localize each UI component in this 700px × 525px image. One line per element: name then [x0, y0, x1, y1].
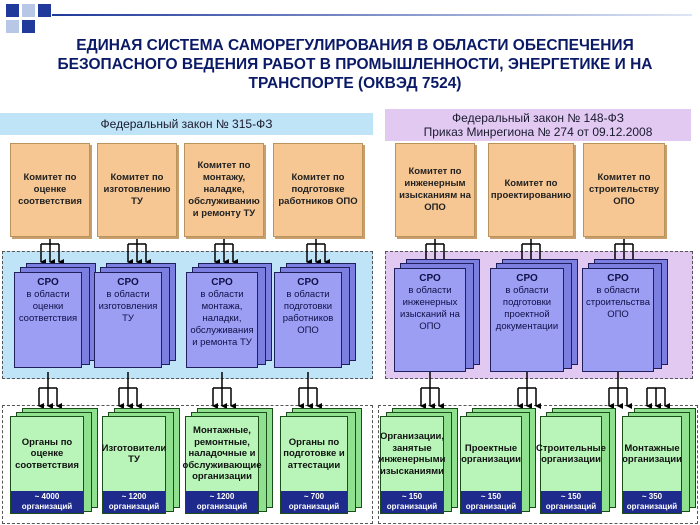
orgs-conformity-card: Органы по оценке соответствия ~ 4000 орг…: [10, 416, 84, 514]
decor-square: [22, 20, 35, 33]
orgs-training-card: Органы по подготовке и аттестации ~ 700 …: [280, 416, 348, 514]
left-header-band: [0, 113, 373, 135]
decor-square: [6, 20, 19, 33]
sro-title: СРО: [516, 273, 538, 284]
committee-installation: Комитет по монтажу, наладке, обслуживани…: [184, 143, 264, 237]
sro-text: в области монтажа, наладки, обслуживания…: [190, 289, 254, 348]
sro-design-card: СРО в области подготовки проектной докум…: [490, 268, 564, 372]
orgs-installation-card: Монтажные, ремонтные, наладочные и обслу…: [182, 416, 262, 514]
sro-text: в области подготовки проектной документа…: [495, 285, 559, 332]
sro-title: СРО: [211, 277, 233, 288]
committee-manufacturing: Комитет по изготовлению ТУ: [97, 143, 177, 237]
orgs-label: Проектные организации: [461, 442, 521, 466]
orgs-count: ~ 150 организаций: [461, 491, 521, 513]
right-law-line1: Федеральный закон № 148-ФЗ: [452, 111, 624, 125]
sro-title: СРО: [419, 273, 441, 284]
orgs-manufacturers-card: Изготовители ТУ ~ 1200 организаций: [102, 416, 166, 514]
orgs-installers-card: Монтажные организации ~ 350 организаций: [622, 416, 682, 514]
sro-manufacturing-card: СРО в области изготовления ТУ: [94, 272, 162, 368]
sro-title: СРО: [607, 273, 629, 284]
sro-training-card: СРО в области подготовки работников ОПО: [274, 272, 342, 368]
orgs-count: ~ 1200 организаций: [103, 491, 165, 513]
sro-construction-card: СРО в области строительства ОПО: [582, 268, 654, 372]
orgs-label: Монтажные организации: [622, 442, 682, 466]
sro-text: в области строительства ОПО: [585, 285, 650, 320]
sro-title: СРО: [297, 277, 319, 288]
left-law-header: Федеральный закон № 315-ФЗ: [100, 117, 273, 131]
committee-surveys: Комитет по инженерным изысканиям на ОПО: [395, 143, 475, 237]
right-law-line2: Приказ Минрегиона № 274 от 09.12.2008: [423, 125, 653, 139]
right-header-band: [385, 109, 691, 141]
sro-installation-card: СРО в области монтажа, наладки, обслужив…: [186, 272, 258, 368]
sro-surveys-card: СРО в области инженерных изысканий на ОП…: [394, 268, 466, 372]
title-rule: [52, 14, 692, 16]
committee-design: Комитет по проектированию: [488, 143, 574, 237]
committee-training: Комитет по подготовке работников ОПО: [273, 143, 363, 237]
sro-title: СРО: [37, 277, 59, 288]
sro-conformity-card: СРО в области оценки соответствия: [14, 272, 82, 368]
decor-square: [38, 4, 51, 17]
sro-text: в области изготовления ТУ: [98, 289, 158, 324]
decor-square: [6, 4, 19, 17]
orgs-count: ~ 700 организаций: [281, 491, 347, 513]
sro-title: СРО: [117, 277, 139, 288]
orgs-count: ~ 150 организаций: [381, 491, 443, 513]
orgs-label: Органы по оценке соответствия: [15, 436, 79, 471]
orgs-label: Организации, занятые инженерными изыскан…: [378, 431, 446, 477]
orgs-count: ~ 150 организаций: [541, 491, 601, 513]
orgs-surveys-card: Организации, занятые инженерными изыскан…: [378, 416, 446, 514]
orgs-construction-card: Строительные организации ~ 150 организац…: [536, 416, 606, 514]
orgs-count: ~ 1200 организаций: [186, 491, 258, 513]
committee-conformity: Комитет по оценке соответствия: [10, 143, 90, 237]
orgs-count: ~ 350 организаций: [623, 491, 681, 513]
orgs-design-card: Проектные организации ~ 150 организаций: [460, 416, 522, 514]
right-law-header: Федеральный закон № 148-ФЗ Приказ Минрег…: [385, 111, 691, 139]
sro-text: в области инженерных изысканий на ОПО: [400, 285, 460, 332]
sro-text: в области подготовки работников ОПО: [282, 289, 334, 336]
page-title: ЕДИНАЯ СИСТЕМА САМОРЕГУЛИРОВАНИЯ В ОБЛАС…: [57, 37, 653, 92]
orgs-label: Органы по подготовке и аттестации: [283, 436, 345, 471]
orgs-label: Строительные организации: [536, 442, 606, 466]
orgs-count: ~ 4000 организаций: [11, 491, 83, 513]
orgs-label: Монтажные, ремонтные, наладочные и обслу…: [182, 425, 262, 483]
orgs-label: Изготовители ТУ: [101, 442, 167, 466]
committee-construction: Комитет по строительству ОПО: [583, 143, 665, 237]
decor-square: [22, 4, 35, 17]
sro-text: в области оценки соответствия: [18, 289, 78, 324]
